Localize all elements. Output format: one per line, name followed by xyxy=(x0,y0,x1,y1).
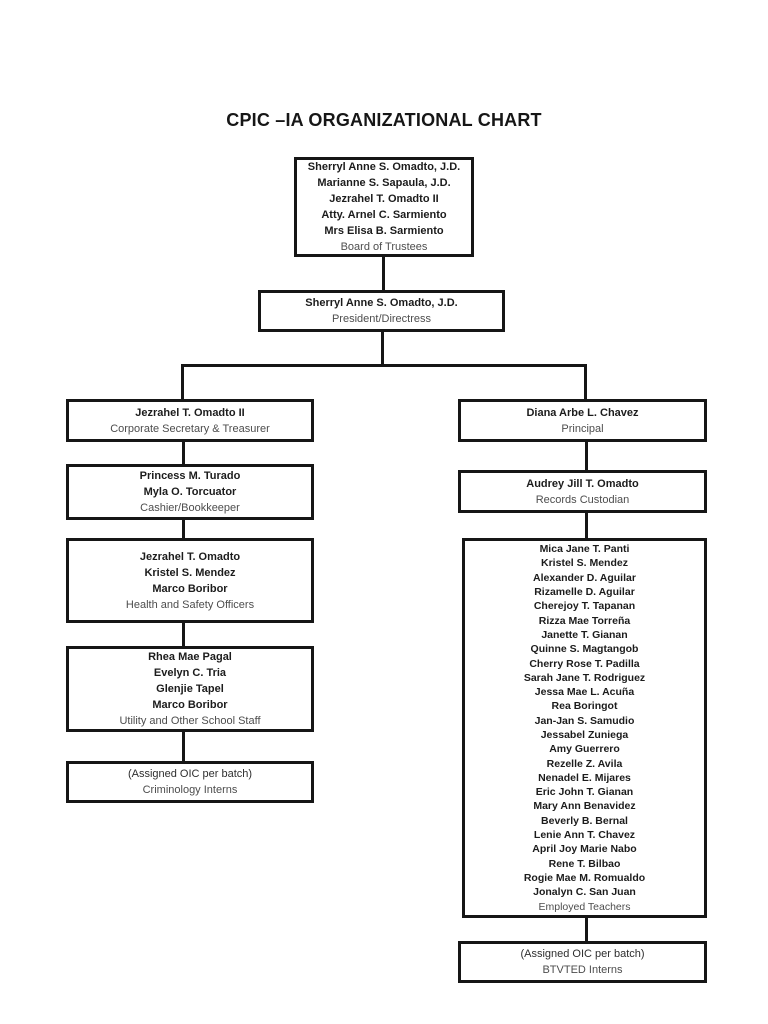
role-label: President/Directress xyxy=(331,313,432,325)
node-btvted-interns: (Assigned OIC per batch) BTVTED Interns xyxy=(458,941,707,983)
person-name: Rezelle Z. Avila xyxy=(546,757,623,770)
person-name: Eric John T. Gianan xyxy=(535,786,634,799)
node-board-of-trustees: Sherryl Anne S. Omadto, J.D. Marianne S. … xyxy=(294,157,474,257)
person-name: Janette T. Gianan xyxy=(541,628,628,641)
person-name: Rizza Mae Torreña xyxy=(538,614,631,627)
node-corporate-secretary: Jezrahel T. Omadto II Corporate Secretar… xyxy=(66,399,314,442)
connector-corpsec-cashier xyxy=(182,442,185,464)
person-name: Audrey Jill T. Omadto xyxy=(526,477,639,490)
member-names: Diana Arbe L. Chavez xyxy=(526,405,638,421)
person-name: Sarah Jane T. Rodriguez xyxy=(523,671,646,684)
person-name: Jessa Mae L. Acuña xyxy=(534,686,635,699)
member-names: Audrey Jill T. Omadto xyxy=(526,476,638,492)
person-name: Quinne S. Magtangob xyxy=(530,643,639,656)
connector-branch-right-drop xyxy=(584,364,587,399)
person-name: Lenie Ann T. Chavez xyxy=(533,829,636,842)
person-name: Mary Ann Benavidez xyxy=(533,800,636,813)
connector-principal-records xyxy=(585,442,588,470)
person-name: Glenjie Tapel xyxy=(156,683,224,695)
role-label: Criminology Interns xyxy=(142,784,238,796)
connector-branch-left-drop xyxy=(181,364,184,399)
role-label: Utility and Other School Staff xyxy=(119,715,261,727)
person-name: Cherry Rose T. Padilla xyxy=(529,657,640,670)
member-names: Sherryl Anne S. Omadto, J.D. xyxy=(305,295,457,311)
connector-president-branch xyxy=(381,332,384,366)
person-name: Jezrahel T. Omadto xyxy=(139,550,241,563)
connector-cashier-health xyxy=(182,520,185,538)
person-name: Princess M. Turado xyxy=(139,470,241,482)
person-name: Jezrahel T. Omadto II xyxy=(135,406,245,419)
member-names: Sherryl Anne S. Omadto, J.D. Marianne S. … xyxy=(308,159,460,239)
role-label: Records Custodian xyxy=(535,493,630,506)
connector-board-president xyxy=(382,257,385,290)
role-label: Principal xyxy=(561,422,604,435)
person-name: Cherejoy T. Tapanan xyxy=(533,600,636,613)
person-name: Sherryl Anne S. Omadto, J.D. xyxy=(307,161,461,173)
person-name: Rea Boringot xyxy=(551,700,618,713)
connector-records-teachers xyxy=(585,513,588,538)
person-name: Kristel S. Mendez xyxy=(144,566,236,579)
person-name: Beverly B. Bernal xyxy=(541,814,628,827)
person-name: Marco Boribor xyxy=(152,582,228,595)
role-label: Employed Teachers xyxy=(538,900,631,913)
person-name: Alexander D. Aguilar xyxy=(533,571,636,584)
page-title: CPIC –IA ORGANIZATIONAL CHART xyxy=(226,110,542,130)
person-name: Jan-Jan S. Samudio xyxy=(534,714,635,727)
node-criminology-interns: (Assigned OIC per batch) Criminology Int… xyxy=(66,761,314,803)
member-names: Jezrahel T. Omadto II xyxy=(135,405,244,421)
person-name: Jonalyn C. San Juan xyxy=(533,886,636,899)
person-name: April Joy Marie Nabo xyxy=(532,843,637,856)
person-name: Myla O. Torcuator xyxy=(143,486,237,498)
node-records-custodian: Audrey Jill T. Omadto Records Custodian xyxy=(458,470,707,513)
oic-note: (Assigned OIC per batch) xyxy=(520,948,645,960)
person-name: Nenadel E. Mijares xyxy=(538,771,631,784)
role-label: Cashier/Bookkeeper xyxy=(140,502,240,514)
person-name: Sherryl Anne S. Omadto, J.D. xyxy=(305,297,458,309)
person-name: Marco Boribor xyxy=(152,699,228,711)
connector-health-utility xyxy=(182,623,185,646)
person-name: Rhea Mae Pagal xyxy=(148,651,232,663)
person-name: Mica Jane T. Panti xyxy=(539,543,630,556)
role-label: Corporate Secretary & Treasurer xyxy=(110,422,270,435)
node-principal: Diana Arbe L. Chavez Principal xyxy=(458,399,707,442)
person-name: Rene T. Bilbao xyxy=(548,857,621,870)
person-name: Rogie Mae M. Romualdo xyxy=(523,871,646,884)
person-name: Jezrahel T. Omadto II xyxy=(329,193,439,205)
person-name: Marianne S. Sapaula, J.D. xyxy=(317,177,451,189)
person-name: Diana Arbe L. Chavez xyxy=(526,406,639,419)
role-label: BTVTED Interns xyxy=(542,964,623,976)
person-name: Mrs Elisa B. Sarmiento xyxy=(324,225,444,237)
person-name: Kristel S. Mendez xyxy=(541,557,628,570)
person-name: Evelyn C. Tria xyxy=(153,667,227,679)
connector-branch-horizontal xyxy=(181,364,587,367)
oic-note: (Assigned OIC per batch) xyxy=(127,768,253,780)
role-label: Health and Safety Officers xyxy=(125,598,255,611)
person-name: Jessabel Zuniega xyxy=(540,729,629,741)
connector-teachers-btvted xyxy=(585,918,588,941)
role-label: Board of Trustees xyxy=(340,241,428,253)
person-name: Rizamelle D. Aguilar xyxy=(534,586,635,599)
node-president: Sherryl Anne S. Omadto, J.D. President/D… xyxy=(258,290,505,332)
person-name: Atty. Arnel C. Sarmiento xyxy=(321,209,447,221)
connector-utility-crim xyxy=(182,732,185,761)
person-name: Amy Guerrero xyxy=(549,743,620,756)
